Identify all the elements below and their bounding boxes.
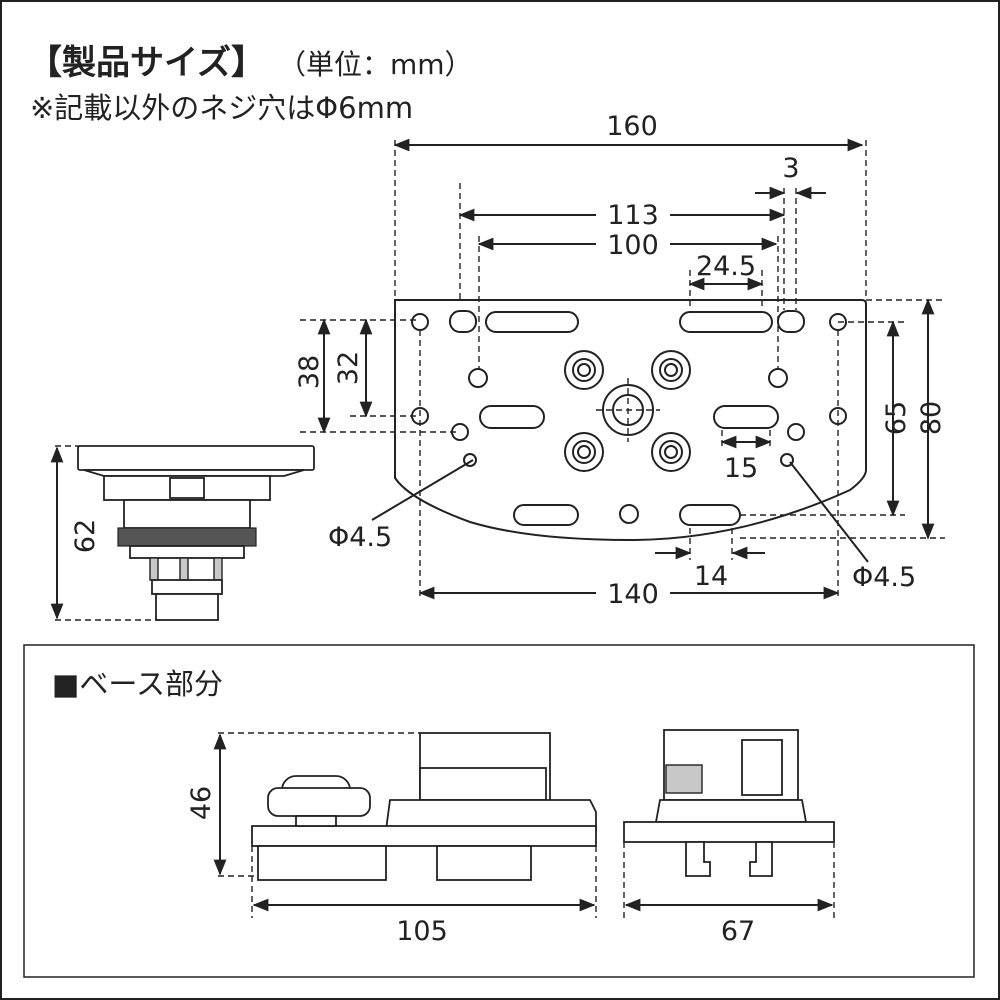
- hole-label-left: Φ4.5: [328, 522, 392, 553]
- dim-38: 38: [294, 355, 325, 389]
- dim-14: 14: [694, 561, 728, 592]
- dim-100: 100: [607, 230, 659, 261]
- base-section-title: ■ベース部分: [52, 667, 223, 701]
- dim-113: 113: [607, 200, 659, 231]
- dim-160: 160: [606, 111, 658, 142]
- title-text: 【製品サイズ】: [28, 43, 265, 83]
- dim-15: 15: [724, 453, 758, 484]
- dim-67: 67: [721, 916, 755, 947]
- dim-24-5: 24.5: [696, 251, 756, 282]
- side-view-mount: [77, 445, 315, 621]
- dim-3: 3: [782, 153, 799, 184]
- dim-46: 46: [186, 786, 217, 820]
- dim-80: 80: [916, 401, 947, 435]
- dimension-lines: [317, 138, 935, 600]
- dim-32: 32: [333, 351, 364, 385]
- base-section-box: [23, 644, 975, 978]
- dim-140: 140: [607, 579, 659, 610]
- dim-62: 62: [70, 519, 101, 553]
- screw-note: ※記載以外のネジ穴はΦ6mm: [30, 91, 413, 125]
- plate-top-view: [394, 299, 867, 542]
- base-front-view: [251, 732, 597, 881]
- base-side-view: [623, 729, 835, 877]
- unit-note: （単位：mm）: [278, 48, 473, 81]
- hole-label-right: Φ4.5: [852, 562, 916, 593]
- center-bosses: [564, 350, 691, 472]
- dim-65: 65: [881, 401, 912, 435]
- dim-105: 105: [396, 916, 448, 947]
